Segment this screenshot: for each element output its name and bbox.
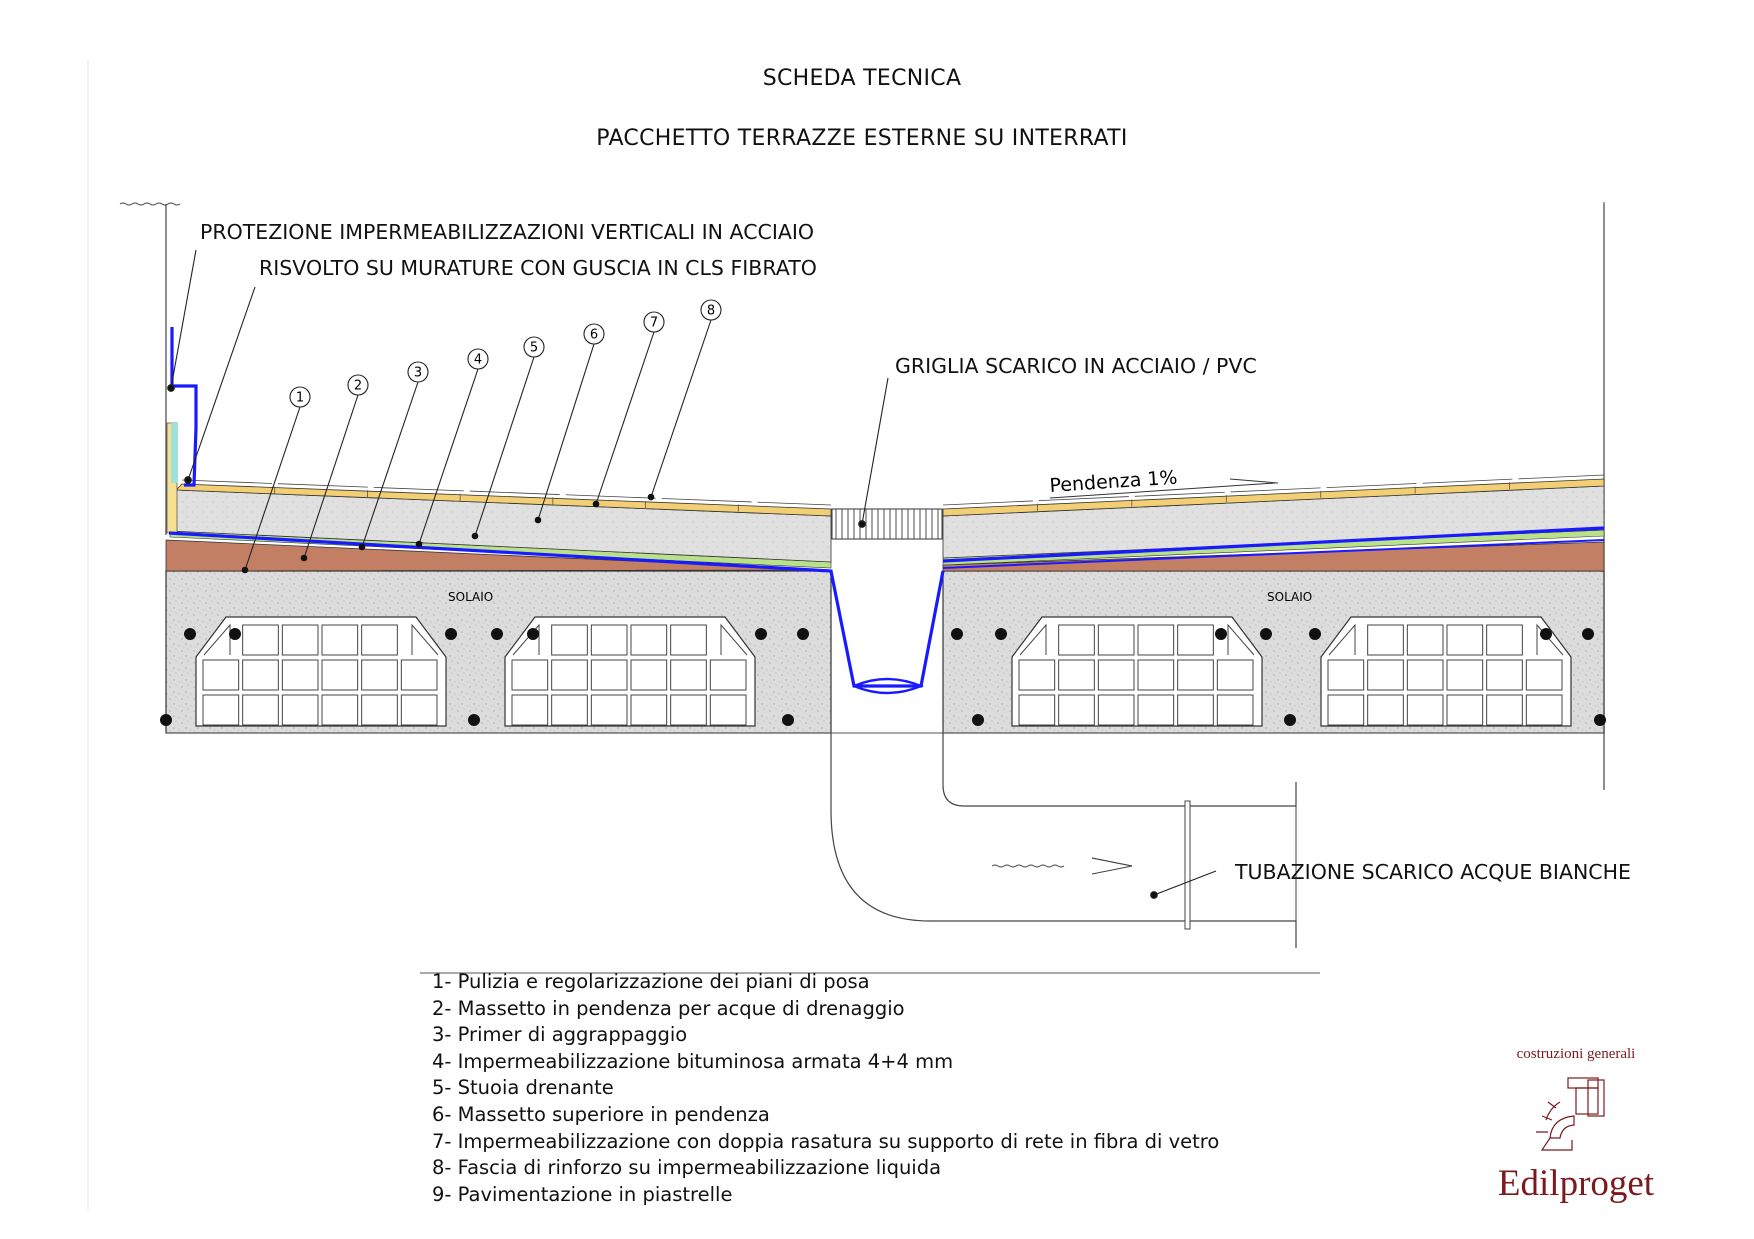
legend-item: 6- Massetto superiore in pendenza <box>432 1102 770 1126</box>
rebar-dot <box>184 628 196 640</box>
hollow-blocks <box>160 616 1606 727</box>
legend-item: 5- Stuoia drenante <box>432 1076 614 1100</box>
callout-pipe: TUBAZIONE SCARICO ACQUE BIANCHE <box>1235 860 1631 884</box>
rebar-dot <box>527 628 539 640</box>
rebar-dot <box>468 714 480 726</box>
tile-joints-right <box>942 474 1605 511</box>
drain-pipe <box>830 733 1297 948</box>
legend-item: 7- Impermeabilizzazione con doppia rasat… <box>432 1129 1220 1153</box>
marker-number: 5 <box>530 341 538 356</box>
rebar-dot <box>797 628 809 640</box>
tile-finish-left <box>175 483 832 517</box>
tile-finish-right <box>942 478 1605 517</box>
slope-label: Pendenza 1% <box>1049 467 1178 497</box>
callout-protection: PROTEZIONE IMPERMEABILIZZAZIONI VERTICAL… <box>200 220 815 244</box>
callout-leaders <box>167 249 1217 899</box>
marker-circle <box>523 336 545 358</box>
marker-number: 7 <box>650 316 658 331</box>
rebar-dot <box>1284 714 1296 726</box>
tile-joints-left <box>181 479 832 512</box>
slab-label-right: SOLAIO <box>1267 590 1312 604</box>
rebar-dot <box>1215 628 1227 640</box>
marker-number: 2 <box>354 379 362 394</box>
marker-number: 8 <box>707 304 715 319</box>
rebar-dot <box>1582 628 1594 640</box>
marker-circle <box>700 299 722 321</box>
drain-grate <box>831 508 943 540</box>
marker-circle <box>467 348 489 370</box>
marker-circle <box>347 374 369 396</box>
legend-item: 1- Pulizia e regolarizzazione dei piani … <box>432 970 870 993</box>
marker-circle <box>643 311 665 333</box>
rebar-dot <box>491 628 503 640</box>
rebar-dot <box>755 628 767 640</box>
rebar-dot <box>229 628 241 640</box>
flow-arrow-icon <box>991 857 1133 875</box>
rebar-dot <box>782 714 794 726</box>
marker-number: 3 <box>414 366 422 381</box>
layer-markers: 1 2 3 4 5 6 7 8 <box>241 299 722 574</box>
marker-circle <box>583 323 605 345</box>
company-logo: costruzioni generali Edilproget <box>1478 1046 1674 1216</box>
legend-list: 1- Pulizia e regolarizzazione dei piani … <box>432 969 1219 1208</box>
marker-number: 4 <box>474 353 482 368</box>
slab-label-left: SOLAIO <box>448 590 493 604</box>
marker-circle <box>289 386 311 408</box>
legend-rule <box>420 972 1320 974</box>
rebar-dot <box>951 628 963 640</box>
page-title: SCHEDA TECNICA <box>762 66 962 91</box>
logo-name: Edilproget <box>1497 1163 1655 1204</box>
rebar-dot <box>995 628 1007 640</box>
callout-grate: GRIGLIA SCARICO IN ACCIAIO / PVC <box>895 354 1257 378</box>
screed-slope-left <box>165 539 832 572</box>
marker-number: 1 <box>296 391 304 406</box>
rebar-dot <box>445 628 457 640</box>
legend-item: 4- Impermeabilizzazione bituminosa armat… <box>432 1049 954 1073</box>
callout-upturn: RISVOLTO SU MURATURE CON GUSCIA IN CLS F… <box>259 256 817 280</box>
waterproofing-membrane <box>168 327 1605 695</box>
legend-item: 3- Primer di aggrappaggio <box>432 1023 688 1047</box>
logo-mark-icon <box>1536 1077 1605 1151</box>
slope-arrow-icon <box>1049 478 1279 499</box>
rebar-dot <box>1540 628 1552 640</box>
legend-item: 9- Pavimentazione in piastrelle <box>432 1182 733 1206</box>
rebar-dot <box>1309 628 1321 640</box>
marker-circle <box>407 361 429 383</box>
rebar-dot <box>972 714 984 726</box>
rebar-dot <box>1594 714 1606 726</box>
rebar-dot <box>160 714 172 726</box>
rebar-dot <box>1260 628 1272 640</box>
legend-item: 2- Massetto in pendenza per acque di dre… <box>432 996 905 1020</box>
legend-item: 8- Fascia di rinforzo su impermeabilizza… <box>432 1156 942 1180</box>
page-subtitle: PACCHETTO TERRAZZE ESTERNE SU INTERRATI <box>596 126 1128 151</box>
logo-tagline: costruzioni generali <box>1516 1046 1636 1062</box>
marker-number: 6 <box>590 328 598 343</box>
